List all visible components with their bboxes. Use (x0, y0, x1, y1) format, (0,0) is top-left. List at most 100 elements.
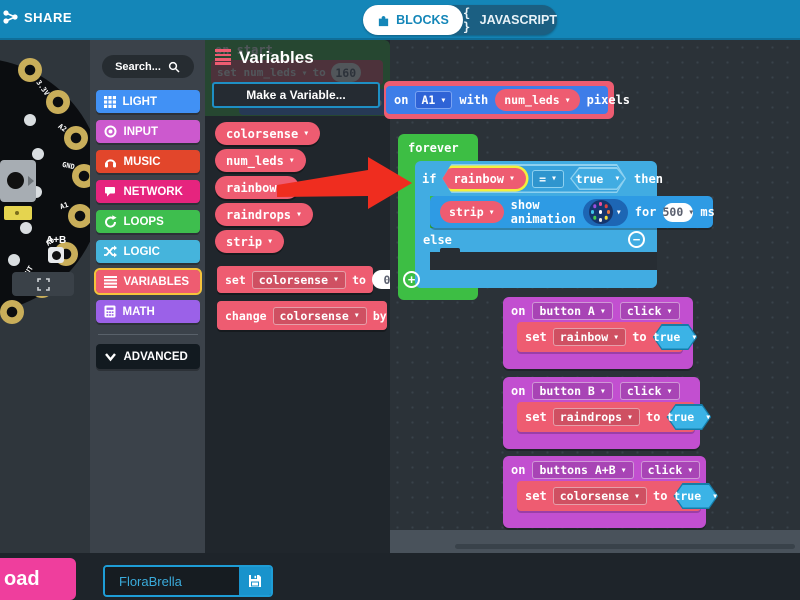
workspace-canvas[interactable]: on A1 with num_leds pixels forever if ra… (384, 40, 800, 553)
expand-if-icon[interactable]: + (403, 271, 420, 288)
grid-icon (103, 95, 116, 108)
variable-dropdown[interactable]: rainbow (552, 328, 627, 346)
board-chip (4, 206, 32, 220)
rainbow-condition-pill[interactable]: rainbow (442, 168, 526, 189)
true-value-block[interactable]: true (653, 324, 698, 350)
on-buttons-ab-block[interactable]: on buttons A+B click set colorsense to t… (503, 456, 706, 528)
category-advanced[interactable]: ADVANCED (95, 344, 200, 369)
variable-pill-strip[interactable]: strip (215, 230, 285, 253)
tab-javascript[interactable]: { } JAVASCRIPT (463, 5, 557, 35)
set-rainbow-block[interactable]: set rainbow to true (517, 322, 683, 352)
duration-dropdown[interactable]: 500 (663, 202, 694, 222)
download-button[interactable]: oad (0, 558, 76, 600)
variable-dropdown[interactable]: colorsense (251, 270, 347, 289)
category-label: LOGIC (123, 245, 160, 258)
ghost-set-block: set num_leds to 160 (211, 60, 383, 85)
num-leds-pill[interactable]: num_leds (495, 89, 580, 111)
set-raindrops-block[interactable]: set raindrops to true (517, 402, 695, 432)
variable-pill-rainbow[interactable]: rainbow (215, 176, 299, 199)
on-button-b-block[interactable]: on button B click set raindrops to true (503, 377, 700, 449)
comparison-block[interactable]: rainbow = true (442, 164, 626, 193)
tab-blocks-label: BLOCKS (396, 13, 449, 27)
empty-else-slot[interactable] (430, 248, 657, 270)
if-else-block[interactable]: if rainbow = true then else (403, 161, 663, 288)
on-button-a-block[interactable]: on button A click set rainbow to true (503, 297, 693, 369)
show-animation-block[interactable]: strip show animation ▾ for 500 ms (430, 196, 715, 228)
save-project-button[interactable] (239, 567, 271, 595)
button-dropdown[interactable]: button A (532, 302, 613, 320)
horizontal-scrollbar[interactable] (455, 544, 795, 549)
project-name-group: FloraBrella (103, 565, 273, 597)
make-variable-button[interactable]: Make a Variable... (212, 82, 380, 108)
set-colorsense-block[interactable]: set colorsense to true (517, 481, 701, 511)
save-icon (249, 575, 261, 587)
gesture-dropdown[interactable]: click (640, 461, 701, 479)
loop-icon (104, 215, 117, 228)
category-variables[interactable]: VARIABLES (93, 268, 202, 295)
board-pad[interactable] (46, 90, 70, 114)
button-dropdown[interactable]: buttons A+B (532, 461, 634, 479)
operator-dropdown[interactable]: = (532, 170, 564, 188)
share-button[interactable]: SHARE (3, 9, 72, 25)
frame-icon (36, 277, 50, 291)
set-variable-block[interactable]: set colorsense to 0 (217, 266, 402, 293)
toolbox: Search... LIGHT INPUT MUSIC NETWORK LOOP… (90, 40, 205, 553)
create-strip-block[interactable]: on A1 with num_leds pixels (386, 86, 630, 114)
category-logic[interactable]: LOGIC (95, 240, 200, 263)
variables-flyout: on start set num_leds to 160 create stri… (205, 40, 423, 553)
true-value-block[interactable]: true (570, 167, 626, 190)
search-input[interactable]: Search... (101, 55, 194, 78)
variable-pill-raindrops[interactable]: raindrops (215, 203, 314, 226)
set-strip-wrapper-block[interactable]: on A1 with num_leds pixels (384, 81, 630, 119)
button-dropdown[interactable]: button B (532, 382, 613, 400)
editor-toggle: BLOCKS { } JAVASCRIPT (363, 5, 557, 35)
category-light[interactable]: LIGHT (95, 90, 200, 113)
board-pad[interactable] (68, 204, 90, 228)
search-placeholder: Search... (115, 60, 161, 73)
project-name-input[interactable]: FloraBrella (105, 567, 239, 595)
variable-pill-colorsense[interactable]: colorsense (215, 122, 321, 145)
variable-dropdown[interactable]: colorsense (272, 306, 367, 325)
gesture-dropdown[interactable]: click (619, 302, 680, 320)
category-network[interactable]: NETWORK (95, 180, 200, 203)
neopixel-led (24, 114, 36, 126)
category-music[interactable]: MUSIC (95, 150, 200, 173)
true-value-block[interactable]: true (673, 483, 718, 509)
chevron-down-icon: ▾ (615, 206, 622, 218)
ab-button-label: A+B (46, 235, 67, 246)
calculator-icon (104, 305, 115, 318)
neopixel-led (8, 254, 20, 266)
bottom-bar: oad FloraBrella (0, 553, 800, 600)
variable-pill-num_leds[interactable]: num_leds (215, 149, 306, 172)
strip-pill[interactable]: strip (440, 201, 504, 223)
board-pad[interactable] (72, 164, 90, 188)
board-button[interactable] (0, 160, 36, 202)
simulator-panel: 3.3V A2 GND A1 A0 OUT A+B (0, 40, 90, 553)
category-label: ADVANCED (123, 350, 188, 363)
change-variable-block[interactable]: change colorsense by 1 (217, 301, 423, 330)
braces-icon: { } (463, 6, 471, 34)
category-loops[interactable]: LOOPS (95, 210, 200, 233)
animation-dropdown[interactable]: ▾ (582, 198, 628, 226)
category-label: NETWORK (123, 185, 183, 198)
flyout-title-label: Variables (239, 48, 314, 67)
variable-dropdown[interactable]: colorsense (552, 487, 647, 505)
variable-dropdown[interactable]: raindrops (552, 408, 641, 426)
category-label: VARIABLES (123, 275, 190, 288)
board-pad[interactable] (64, 126, 88, 150)
board-pad[interactable] (0, 300, 24, 324)
board-pad[interactable] (18, 58, 42, 82)
category-math[interactable]: MATH (95, 300, 200, 323)
category-input[interactable]: INPUT (95, 120, 200, 143)
toolbox-divider (97, 334, 198, 335)
neopixel-led (20, 222, 32, 234)
gesture-dropdown[interactable]: click (619, 382, 680, 400)
category-label: LOOPS (123, 215, 164, 228)
ab-button[interactable] (48, 247, 64, 263)
tab-blocks[interactable]: BLOCKS (363, 5, 463, 35)
pin-dropdown[interactable]: A1 (415, 91, 453, 109)
collapse-else-icon[interactable]: − (628, 231, 645, 248)
screenshot-button[interactable] (12, 272, 74, 296)
true-value-block[interactable]: true (666, 404, 711, 430)
if-row[interactable]: if rainbow = true then (415, 161, 663, 196)
